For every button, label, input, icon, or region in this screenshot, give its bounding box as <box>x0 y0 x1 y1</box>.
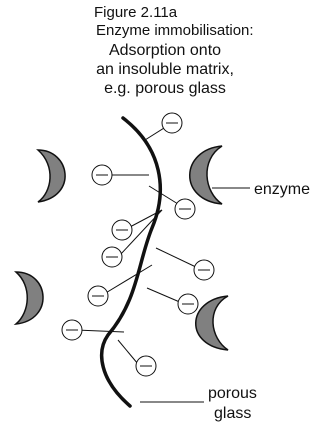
figure-caption: Adsorption onto an insoluble matrix, e.g… <box>50 41 280 98</box>
porous-label-line-2: glass <box>214 405 251 422</box>
charge-beads <box>61 112 215 377</box>
crescent-enzyme-icon <box>36 149 66 203</box>
enzymes <box>13 145 229 351</box>
negative-charge-bead-icon <box>61 319 83 341</box>
negative-charge-bead-icon <box>177 293 199 315</box>
negative-charge-bead-icon <box>87 285 109 307</box>
crescent-enzyme-icon <box>13 271 44 326</box>
tether-3 <box>148 185 179 205</box>
tether-9 <box>75 329 125 333</box>
figure-number: Figure 2.11a <box>94 4 178 21</box>
negative-charge-bead-icon <box>91 164 113 186</box>
tether-7 <box>103 264 153 295</box>
caption-line-3: e.g. porous glass <box>104 80 226 97</box>
crescent-enzyme-icon <box>189 145 223 205</box>
negative-charge-bead-icon <box>101 246 123 268</box>
crescent-enzyme-icon <box>195 295 229 351</box>
tether-4 <box>127 209 163 229</box>
caption-line-2: an insoluble matrix, <box>96 61 234 78</box>
negative-charge-bead-icon <box>193 259 215 281</box>
tether-lines <box>75 122 199 365</box>
negative-charge-bead-icon <box>111 219 133 241</box>
enzyme-label: enzyme <box>254 181 310 198</box>
porous-glass-strand <box>100 116 163 408</box>
figure-title: Enzyme immobilisation: <box>96 22 254 39</box>
negative-charge-bead-icon <box>174 198 196 220</box>
caption-line-1: Adsorption onto <box>108 42 222 59</box>
negative-charge-bead-icon <box>135 355 157 377</box>
tether-5 <box>119 209 163 256</box>
tether-8 <box>146 287 183 304</box>
tether-10 <box>117 339 139 365</box>
porous-label-line-1: porous <box>208 385 257 402</box>
tether-6 <box>155 247 199 269</box>
negative-charge-bead-icon <box>161 112 183 134</box>
